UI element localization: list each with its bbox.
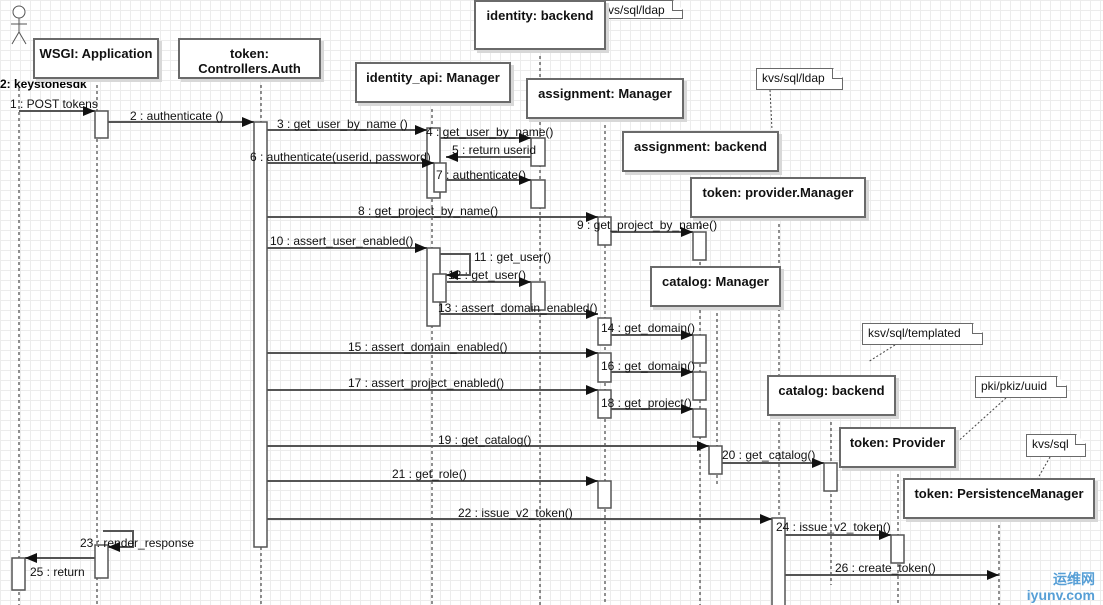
lifeline-box-idback: identity: backend <box>474 0 606 50</box>
message-label: 16 : get_domain() <box>601 359 696 373</box>
message-label: 3 : get_user_by_name () <box>277 117 408 131</box>
message-label: 2 : authenticate () <box>130 109 224 123</box>
watermark-line1: 运维网 <box>1053 571 1095 587</box>
watermark-line2: iyunv.com <box>1026 587 1095 603</box>
note: kvs/sql/ldap <box>756 68 843 90</box>
message-label: 5 : return userid <box>452 143 537 157</box>
activation-bar <box>530 179 546 209</box>
message-label: 6 : authenticate(userid, password) <box>250 150 431 164</box>
message-label: 1 : POST tokens <box>10 97 98 111</box>
lifeline-box-catmgr: catalog: Manager <box>650 266 781 307</box>
activation-bar <box>11 557 26 591</box>
message-label: 13 : assert_domain_enabled() <box>438 301 598 315</box>
activation-bar <box>530 137 546 167</box>
message-arrow-23 <box>103 530 134 552</box>
actor-head-icon <box>12 5 26 19</box>
message-label: 4 : get_user_by_name() <box>426 125 554 139</box>
message-label: 8 : get_project_by_name() <box>358 204 499 218</box>
activation-bar <box>771 517 786 605</box>
message-label: 18 : get_project() <box>601 396 692 410</box>
message-label: 23 : render_response <box>80 536 195 550</box>
note: pki/pkiz/uuid <box>975 376 1067 398</box>
activation-bar <box>94 544 109 579</box>
activation-bar <box>597 480 612 509</box>
activation-bar <box>708 445 723 475</box>
lifeline-box-provmgr: token: provider.Manager <box>690 177 866 218</box>
actor-body-icon <box>11 18 27 45</box>
note-connector <box>954 397 1007 445</box>
activation-bar <box>823 462 838 492</box>
activation-bar <box>253 121 268 548</box>
message-arrow-11 <box>440 253 471 280</box>
activation-bar <box>692 231 707 261</box>
lifeline-box-persist: token: PersistenceManager <box>903 478 1095 519</box>
activation-bar <box>530 281 546 311</box>
note: ksv/sql/templated <box>862 323 983 345</box>
message-label: 7 : authenticate() <box>436 168 527 182</box>
activation-bar <box>432 273 447 303</box>
message-label: 15 : assert_domain_enabled() <box>348 340 508 354</box>
activation-bar <box>597 317 612 346</box>
message-label: 11 : get_user() <box>474 250 552 264</box>
message-label: 25 : return <box>30 565 85 579</box>
message-label: 21 : get_role() <box>392 467 467 481</box>
activation-bar <box>597 352 612 383</box>
lifeline-box-auth: token: Controllers.Auth <box>178 38 321 79</box>
message-label: 10 : assert_user_enabled() <box>270 234 414 248</box>
lifeline-box-asgmgr: assignment: Manager <box>526 78 684 119</box>
lifeline-box-prov: token: Provider <box>839 427 956 468</box>
message-label: 17 : assert_project_enabled() <box>348 376 505 390</box>
activation-bar <box>692 371 707 401</box>
message-label: 12 : get_user() <box>448 268 527 282</box>
note-connector <box>867 344 896 363</box>
message-label: 14 : get_domain() <box>601 321 696 335</box>
note: kvs/sql <box>1026 434 1086 457</box>
message-label: 9 : get_project_by_name() <box>577 218 718 232</box>
message-label: 26 : create_token() <box>835 561 936 575</box>
activation-bar <box>433 162 447 193</box>
lifeline-box-wsgi: WSGI: Application <box>33 38 159 79</box>
activation-bar <box>692 334 707 364</box>
actor-label: 2: keystonesdk <box>0 77 87 91</box>
activation-bar <box>94 110 109 139</box>
message-label: 19 : get_catalog() <box>438 433 532 447</box>
lifeline-box-asgback: assignment: backend <box>622 131 779 172</box>
note-connector <box>1037 456 1051 479</box>
activation-bar <box>890 534 905 564</box>
note-connector <box>769 89 773 131</box>
message-label: 22 : issue_v2_token() <box>458 506 573 520</box>
message-label: 24 : issue_v2_token() <box>776 520 891 534</box>
note: kvs/sql/ldap <box>596 0 683 19</box>
message-label: 20 : get_catalog() <box>722 448 816 462</box>
lifeline-box-catback: catalog: backend <box>767 375 896 416</box>
activation-bar <box>692 408 707 438</box>
lifeline-box-idapi: identity_api: Manager <box>355 62 511 103</box>
activation-bar <box>597 389 612 419</box>
